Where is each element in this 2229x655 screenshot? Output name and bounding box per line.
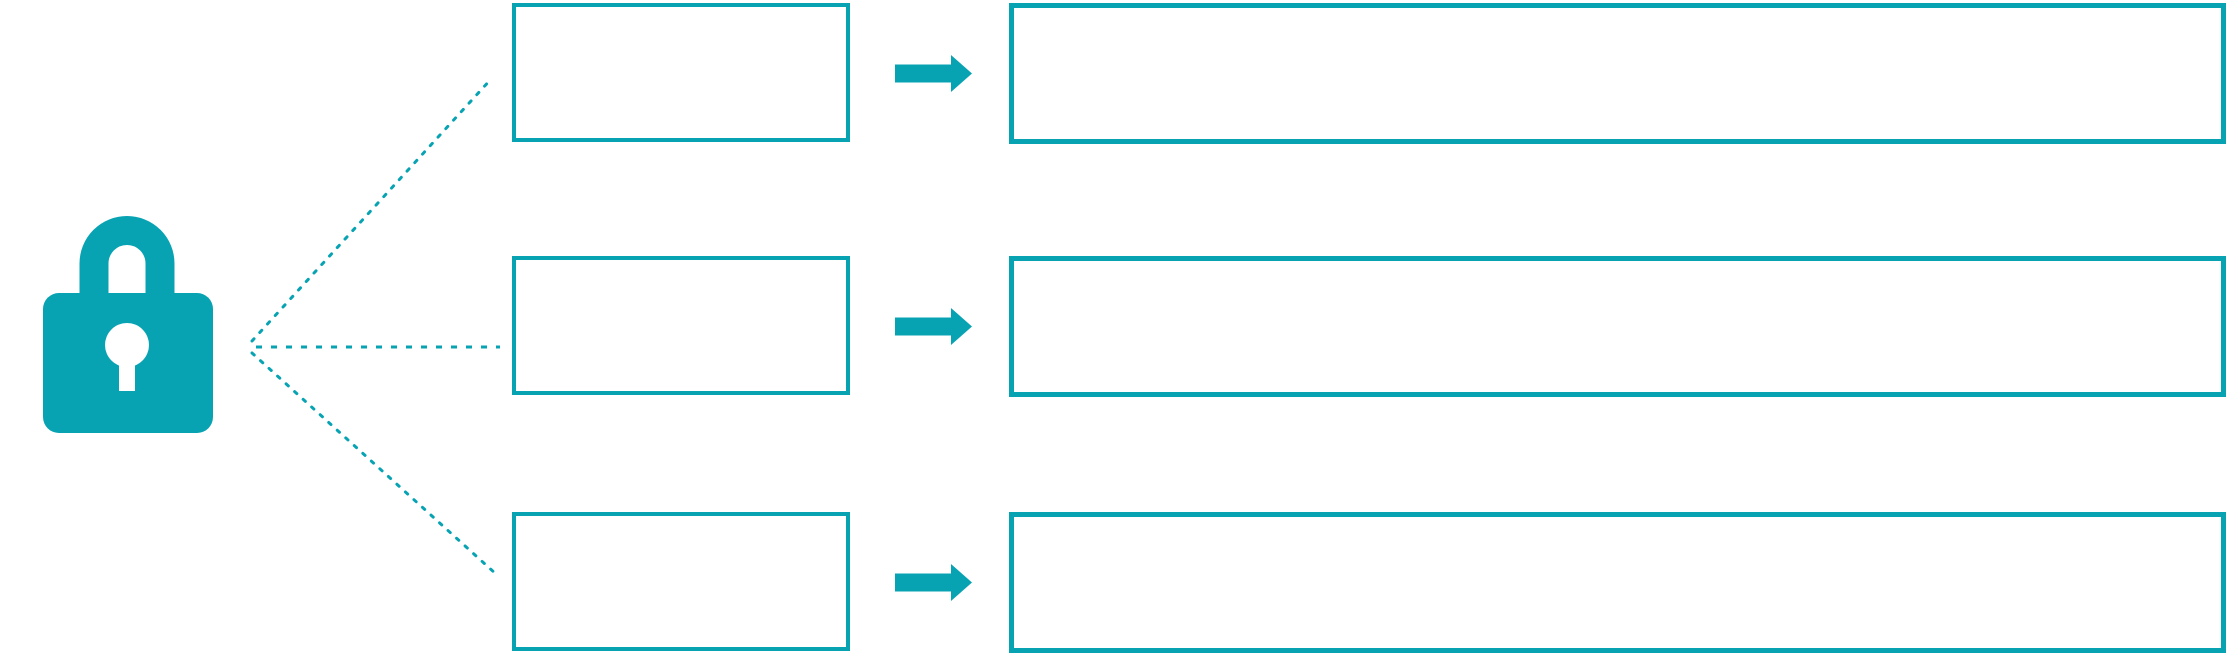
source-box-3 [512, 512, 850, 651]
source-box-2-label [516, 260, 846, 391]
row-1 [0, 3, 2229, 144]
arrow-right-shape [895, 308, 972, 345]
target-box-1 [1009, 3, 2226, 144]
lock-icon [43, 216, 213, 433]
arrow-right-icon [895, 55, 972, 92]
arrow-right-icon [895, 564, 972, 601]
connector-line-bottom [250, 351, 498, 576]
target-box-1-label [1014, 8, 2221, 139]
lock-icon-svg [43, 216, 213, 433]
row-2 [0, 256, 2229, 397]
source-box-3-label [516, 516, 846, 647]
lock-keyhole-stem [119, 345, 135, 391]
target-box-2 [1009, 256, 2226, 397]
target-box-3-label [1014, 517, 2221, 648]
source-box-1 [512, 3, 850, 142]
row-3 [0, 512, 2229, 653]
target-box-2-label [1014, 261, 2221, 392]
arrow-right-shape [895, 55, 972, 92]
lock-shackle [79, 216, 175, 301]
connector-line-top [250, 76, 494, 343]
source-box-1-label [516, 7, 846, 138]
arrow-right-icon [895, 308, 972, 345]
source-box-2 [512, 256, 850, 395]
target-box-3 [1009, 512, 2226, 653]
arrow-right-shape [895, 564, 972, 601]
